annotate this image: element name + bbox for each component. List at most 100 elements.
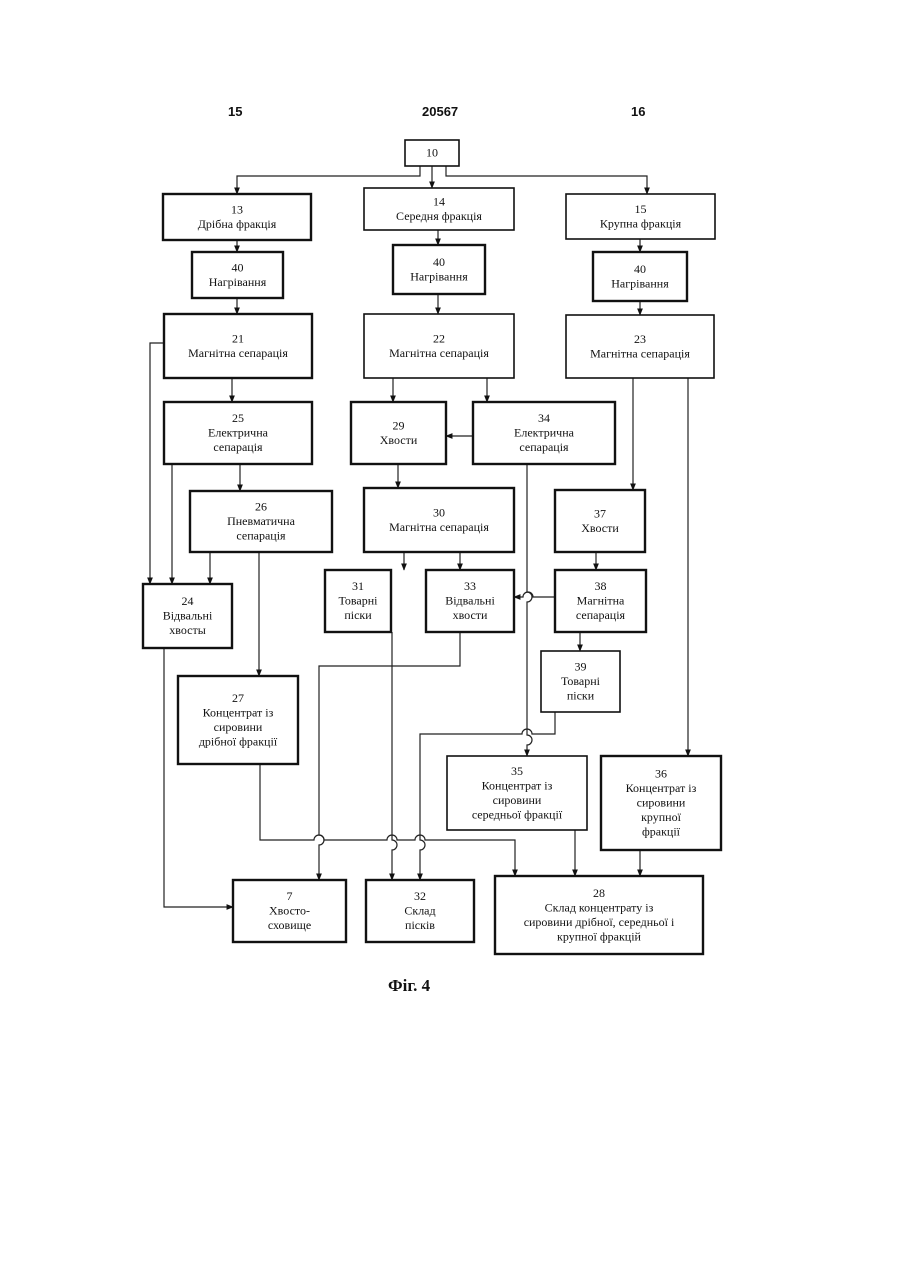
- node-box-33: 33Відвальніхвости: [426, 570, 514, 632]
- node-number: 13: [231, 202, 243, 216]
- node-label: сепарація: [519, 440, 569, 454]
- node-number: 23: [634, 332, 646, 346]
- node-number: 28: [593, 886, 605, 900]
- node-label: пісків: [405, 918, 435, 932]
- node-label: Дрібна фракція: [198, 217, 277, 231]
- node-box-39: 39Товарніпіски: [541, 651, 620, 712]
- node-number: 22: [433, 331, 445, 345]
- node-label: сировини дрібної, середньої і: [524, 915, 675, 929]
- node-label: Склад концентрату із: [545, 900, 654, 914]
- node-number: 24: [182, 594, 194, 608]
- node-box-23: 23Магнітна сепарація: [566, 315, 714, 378]
- node-number: 26: [255, 500, 267, 514]
- node-box-40a: 40Нагрівання: [192, 252, 283, 298]
- node-box-15: 15Крупна фракція: [566, 194, 715, 239]
- node-label: Відвальні: [445, 594, 495, 608]
- node-number: 14: [433, 194, 445, 208]
- node-label: сепарація: [236, 529, 286, 543]
- node-label: сировини: [637, 796, 686, 810]
- node-box-7: 7Хвосто-сховище: [233, 880, 346, 942]
- node-label: Магнітна сепарація: [389, 520, 489, 534]
- node-box-10: 10: [405, 140, 459, 166]
- node-box-31: 31Товарніпіски: [325, 570, 391, 632]
- node-label: Нагрівання: [209, 275, 267, 289]
- node-label: хвости: [453, 608, 488, 622]
- node-number: 38: [595, 579, 607, 593]
- node-number: 29: [393, 418, 405, 432]
- node-box-25: 25Електричнасепарація: [164, 402, 312, 464]
- node-box-27: 27Концентрат ізсировинидрібної фракції: [178, 676, 298, 764]
- node-label: Електрична: [514, 426, 575, 440]
- node-box-29: 29Хвости: [351, 402, 446, 464]
- node-box-28: 28Склад концентрату ізсировини дрібної, …: [495, 876, 703, 954]
- node-label: піски: [567, 689, 595, 703]
- node-label: Хвости: [581, 521, 619, 535]
- node-label: Нагрівання: [410, 269, 468, 283]
- node-label: Хвости: [380, 433, 418, 447]
- node-box-30: 30Магнітна сепарація: [364, 488, 514, 552]
- node-label: хвосты: [169, 623, 206, 637]
- node-box-14: 14Середня фракція: [364, 188, 514, 230]
- node-label: Магнітна сепарація: [590, 346, 690, 360]
- node-box-36: 36Концентрат ізсировиникрупноїфракції: [601, 756, 721, 850]
- node-box-37: 37Хвости: [555, 490, 645, 552]
- node-label: Концентрат із: [626, 781, 697, 795]
- node-label: крупної: [641, 810, 682, 824]
- node-number: 31: [352, 579, 364, 593]
- node-box-38: 38Магнітнасепарація: [555, 570, 646, 632]
- node-number: 32: [414, 889, 426, 903]
- node-box-13: 13Дрібна фракція: [163, 194, 311, 240]
- node-box-22: 22Магнітна сепарація: [364, 314, 514, 378]
- node-label: Середня фракція: [396, 209, 482, 223]
- node-label: Крупна фракція: [600, 216, 682, 230]
- node-box-32: 32Складпісків: [366, 880, 474, 942]
- node-number: 15: [635, 202, 647, 216]
- node-label: сховище: [268, 918, 311, 932]
- node-label: сепарація: [213, 440, 263, 454]
- node-number: 25: [232, 411, 244, 425]
- node-number: 35: [511, 764, 523, 778]
- node-number: 10: [426, 146, 438, 160]
- node-label: сировини: [493, 793, 542, 807]
- node-label: піски: [344, 608, 372, 622]
- node-number: 40: [433, 255, 445, 269]
- node-label: Електрична: [208, 426, 269, 440]
- node-label: Магнітна: [577, 594, 625, 608]
- node-box-34: 34Електричнасепарація: [473, 402, 615, 464]
- node-label: Концентрат із: [203, 705, 274, 719]
- node-number: 36: [655, 767, 667, 781]
- node-label: сепарація: [576, 608, 626, 622]
- node-label: Магнітна сепарація: [188, 346, 288, 360]
- node-number: 7: [287, 889, 293, 903]
- node-box-24: 24Відвальніхвосты: [143, 584, 232, 648]
- node-label: Пневматична: [227, 514, 296, 528]
- node-label: Концентрат із: [482, 778, 553, 792]
- node-box-26: 26Пневматичнасепарація: [190, 491, 332, 552]
- node-number: 37: [594, 506, 606, 520]
- node-number: 27: [232, 691, 244, 705]
- node-number: 40: [232, 260, 244, 274]
- node-label: Склад: [404, 904, 435, 918]
- node-label: крупної фракцій: [557, 929, 642, 943]
- node-label: Товарні: [561, 674, 601, 688]
- node-number: 21: [232, 331, 244, 345]
- node-number: 40: [634, 262, 646, 276]
- node-number: 39: [575, 660, 587, 674]
- figure-caption: Фіг. 4: [388, 976, 430, 996]
- node-number: 33: [464, 579, 476, 593]
- node-label: Товарні: [338, 594, 378, 608]
- node-label: дрібної фракції: [199, 734, 278, 748]
- node-box-40c: 40Нагрівання: [593, 252, 687, 301]
- node-box-40b: 40Нагрівання: [393, 245, 485, 294]
- node-label: фракції: [642, 825, 681, 839]
- node-number: 34: [538, 411, 550, 425]
- node-label: середньої фракції: [472, 807, 563, 821]
- node-box-35: 35Концентрат ізсировинисередньої фракції: [447, 756, 587, 830]
- node-label: Нагрівання: [611, 276, 669, 290]
- node-label: Хвосто-: [269, 904, 310, 918]
- node-box-21: 21Магнітна сепарація: [164, 314, 312, 378]
- node-label: Відвальні: [163, 609, 213, 623]
- node-label: сировини: [214, 720, 263, 734]
- node-label: Магнітна сепарація: [389, 346, 489, 360]
